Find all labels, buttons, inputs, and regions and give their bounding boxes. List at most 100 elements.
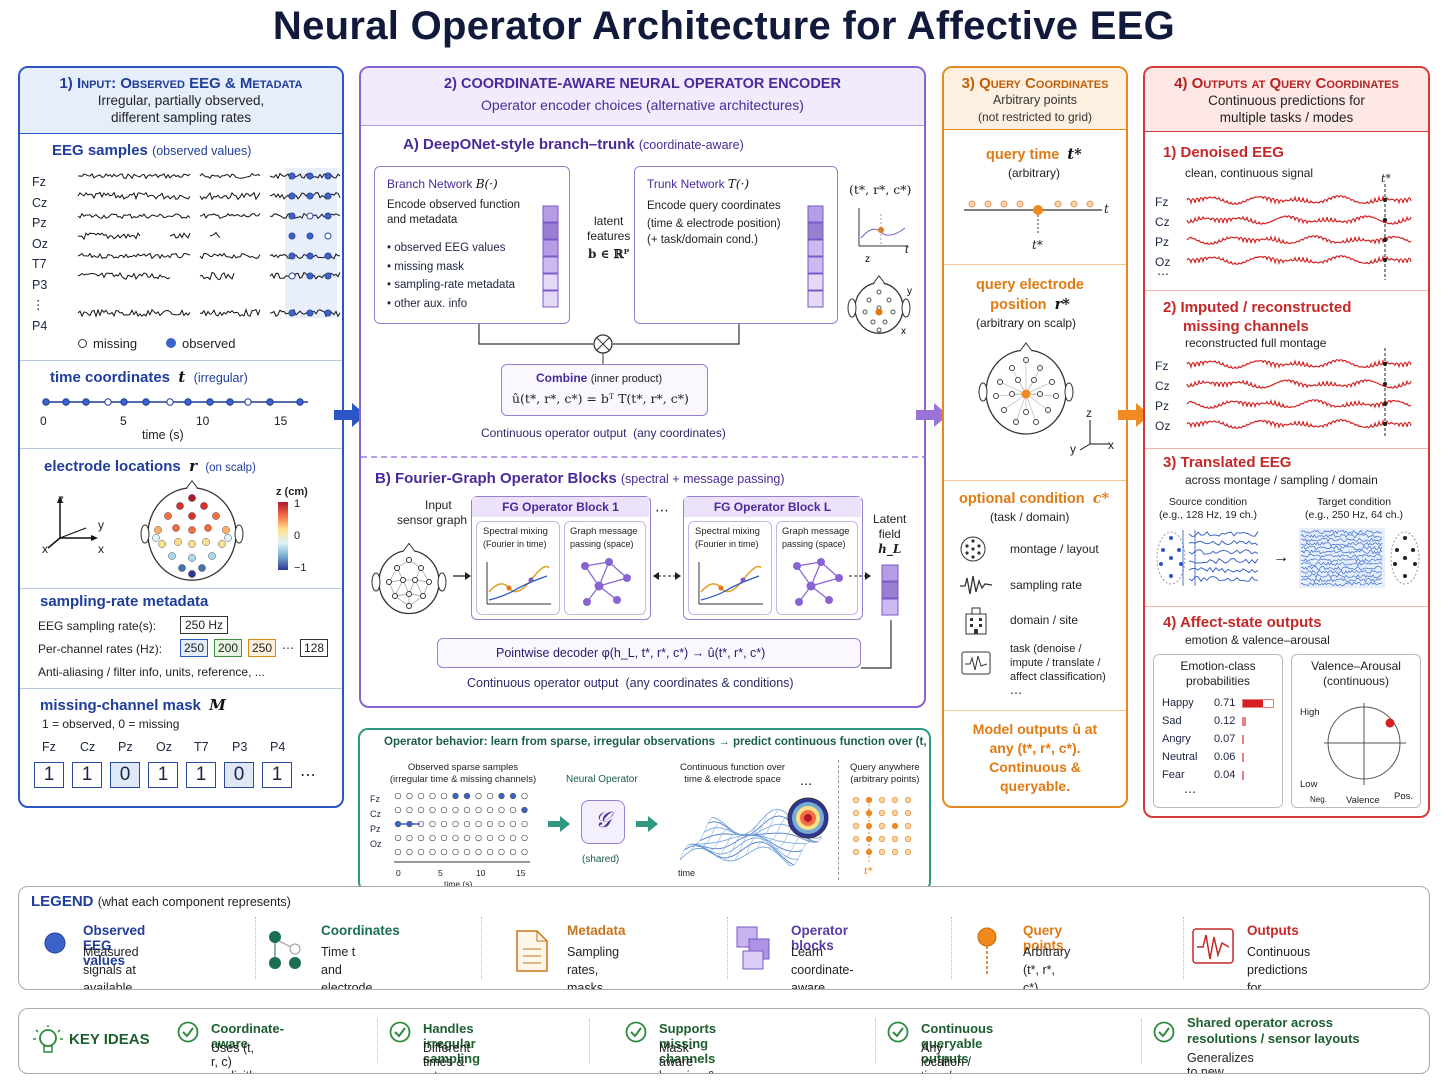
legend-item-desc: Continuous predictions forsignals or aff… <box>1247 943 1310 989</box>
mask-channel: T7 <box>194 740 209 754</box>
legend-item-title: Coordinates <box>321 923 400 938</box>
input-panel: 1) Input: Observed EEG & Metadata Irregu… <box>18 66 344 808</box>
outputs-sub1: Continuous predictions for <box>1208 93 1365 108</box>
graph-mp-label: passing (space) <box>782 539 846 549</box>
combine-title: Combine <box>536 371 588 385</box>
dashed-arrow <box>849 572 871 580</box>
outputs-panel: 4) Outputs at Query Coordinates Continuo… <box>1143 66 1430 818</box>
input-panel-subtitle-2: different sampling rates <box>110 110 252 125</box>
time-coords-sub: (irregular) <box>193 371 248 385</box>
task-monitor-icon <box>961 651 991 675</box>
graph-icon <box>581 558 631 606</box>
svg-text:⋮: ⋮ <box>340 264 344 275</box>
o1-channels: Fz Cz Pz Oz <box>1155 192 1170 272</box>
mask-channel: Oz <box>156 740 172 754</box>
branch-network-box: Branch Network B(·) Encode observed func… <box>374 166 570 324</box>
channel-label: Cz <box>32 195 48 210</box>
latent-features: latent features b ∈ ℝᴾ <box>587 214 630 262</box>
col3-label: time & electrode space <box>684 774 781 785</box>
dashed-arrow <box>653 572 681 580</box>
o2-channels: Fz Cz Pz Oz <box>1155 356 1170 436</box>
behavior-col1: Observed sparse samples(irregular time &… <box>378 762 548 786</box>
mask-title: missing-channel mask <box>40 697 201 714</box>
denoised-traces <box>1186 184 1412 280</box>
model-line: Model outputs û at <box>972 721 1098 737</box>
svg-text:y: y <box>907 286 912 297</box>
time-tick-10: 10 <box>196 414 210 428</box>
legend-item-desc: Sampling rates, masks,reference, domain … <box>567 943 623 989</box>
legend-desc-line: available sensors & times <box>83 981 133 990</box>
key-ideas-title: KEY IDEAS <box>69 1031 150 1048</box>
o4-title: 4) Affect-state outputs <box>1163 614 1322 631</box>
trunk-fn: T(·) <box>727 177 750 191</box>
mask-more: ⋯ <box>300 767 316 784</box>
trunk-desc: (+ task/domain cond.) <box>647 234 758 246</box>
legend-item-title: Observed EEG values <box>83 923 146 968</box>
electrode-var: r <box>189 457 197 475</box>
condition-title: optional condition <box>959 491 1085 507</box>
axis-x: x <box>1108 438 1114 452</box>
document-icon <box>516 930 548 972</box>
combine-sub: (inner product) <box>590 373 663 385</box>
va-title-line: (continuous) <box>1322 674 1390 688</box>
row-label: Cz <box>370 809 381 819</box>
qe-var: r* <box>1054 296 1070 313</box>
a-output-sub: (any coordinates) <box>633 426 726 440</box>
va-point <box>1385 718 1395 728</box>
legend-desc-line: Measured signals at <box>83 945 139 977</box>
cbar-tick: 0 <box>294 530 301 542</box>
emo-title-line: Emotion-class <box>1180 659 1256 673</box>
sr-value: 250 Hz <box>180 616 229 634</box>
o2-channel: Cz <box>1155 379 1170 393</box>
emo-more: ⋯ <box>1184 785 1196 799</box>
graph-mp-label: passing (space) <box>570 539 634 549</box>
mask-sub: 1 = observed, 0 = missing <box>42 717 180 731</box>
input-panel-title: 1) Input: Observed EEG & Metadata <box>59 75 303 92</box>
emotion-name: Fear <box>1162 769 1185 781</box>
query-scalp-icon <box>978 342 1074 435</box>
time-axis <box>42 398 308 406</box>
model-line: Continuous & <box>989 759 1081 775</box>
observed-legend-label: observed <box>182 336 236 351</box>
check-circle-icon <box>177 1021 199 1043</box>
query-sub2: (not restricted to grid) <box>977 110 1093 124</box>
qe-title: query electrode <box>976 277 1084 293</box>
behavior-col4: Query anywhere(arbitrary points) <box>850 762 920 786</box>
legend-divider <box>255 917 256 979</box>
a-output: Continuous operator output <box>481 426 627 440</box>
mask-value: 0 <box>110 762 140 788</box>
b-output-sub: (any coordinates & conditions) <box>625 676 794 690</box>
branch-desc2: and metadata <box>387 214 458 226</box>
qe-title: position <box>990 297 1047 313</box>
o1-channel: Cz <box>1155 215 1170 229</box>
o3-sub: across montage / sampling / domain <box>1185 473 1378 487</box>
valence-arousal-plot <box>1324 703 1406 785</box>
va-title-line: Valence–Arousal <box>1311 659 1401 673</box>
tgt-line: Target condition <box>1316 496 1392 508</box>
b-tick: 5 <box>438 868 443 878</box>
electrode-title: electrode locations <box>44 458 181 475</box>
encoder-panel: 2) Coordinate-aware neural operator enco… <box>359 66 926 708</box>
t-label: t <box>1104 202 1109 216</box>
behavior-title: Operator behavior: learn from sparse, ir… <box>384 736 931 748</box>
key-divider <box>1141 1019 1142 1063</box>
decoder-label: Pointwise decoder φ(h_L, t*, r*, c*) → û… <box>496 646 766 660</box>
emotion-bar <box>1242 717 1246 726</box>
axis-y: y <box>98 518 104 532</box>
o1-channel: Pz <box>1155 235 1170 249</box>
rate-badge: 250 <box>248 639 277 657</box>
col1-label: Observed sparse samples <box>407 762 519 773</box>
branch-item: missing mask <box>394 260 464 273</box>
o2-channel: Oz <box>1155 419 1171 433</box>
arrow-right-icon <box>916 403 948 427</box>
cond-more: ⋯ <box>1010 686 1022 700</box>
check-circle-icon <box>887 1021 909 1043</box>
latent-label: features <box>587 229 631 243</box>
coordinates-icon <box>269 931 301 969</box>
colorbar-label: z (cm) <box>276 486 308 498</box>
query-head-icon: zyx <box>847 254 912 337</box>
axis-z: z <box>58 492 64 506</box>
legend-divider <box>1183 917 1184 979</box>
